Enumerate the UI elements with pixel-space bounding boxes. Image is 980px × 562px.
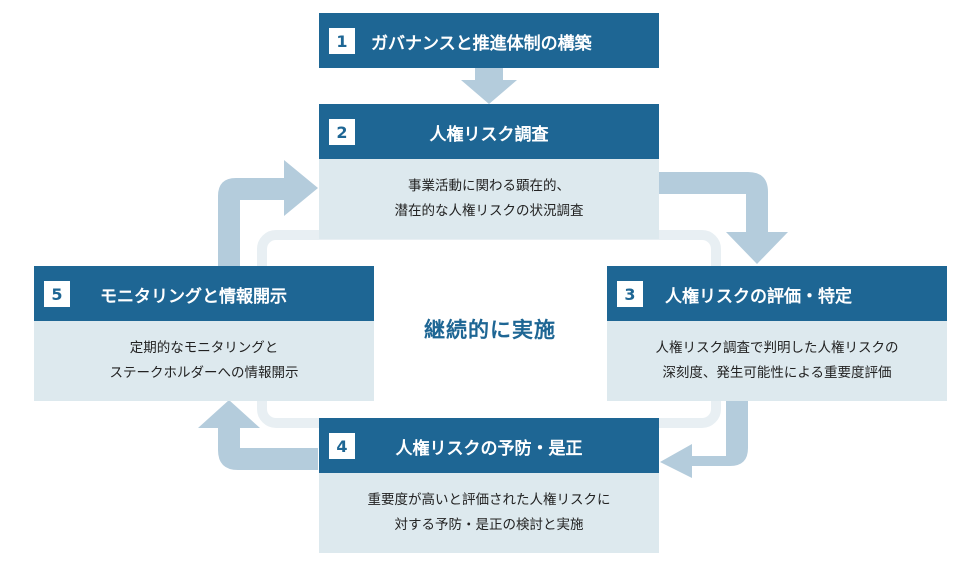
step4-description-line2: 対する予防・是正の検討と実施 bbox=[394, 517, 584, 533]
step3-description: 人権リスク調査で判明した人権リスクの 深刻度、発生可能性による重要度評価 bbox=[607, 321, 947, 401]
step3-description-line2: 深刻度、発生可能性による重要度評価 bbox=[662, 365, 892, 381]
step4-title: 人権リスクの予防・是正 bbox=[395, 439, 583, 459]
step5-description-line2: ステークホルダーへの情報開示 bbox=[109, 365, 299, 381]
arrow-step5-to-step2 bbox=[218, 160, 318, 266]
step3-title: 人権リスクの評価・特定 bbox=[665, 287, 852, 307]
step5-header: 5 モニタリングと情報開示 bbox=[34, 266, 374, 321]
step4-description-line1: 重要度が高いと評価された人権リスクに bbox=[367, 492, 611, 508]
step5-number: 5 bbox=[44, 281, 70, 307]
step4-description: 重要度が高いと評価された人権リスクに 対する予防・是正の検討と実施 bbox=[319, 473, 659, 553]
step2-description-line1: 事業活動に関わる顕在的、 bbox=[408, 178, 570, 194]
step1-number: 1 bbox=[329, 28, 355, 54]
step2-description: 事業活動に関わる顕在的、 潜在的な人権リスクの状況調査 bbox=[319, 159, 659, 239]
arrow-step3-to-step4 bbox=[660, 400, 748, 478]
step2-title: 人権リスク調査 bbox=[429, 125, 549, 145]
step1-header: 1 ガバナンスと推進体制の構築 bbox=[319, 13, 659, 68]
step2-description-line2: 潜在的な人権リスクの状況調査 bbox=[394, 203, 584, 219]
step3-description-line1: 人権リスク調査で判明した人権リスクの bbox=[655, 340, 899, 356]
step4-number: 4 bbox=[329, 433, 355, 459]
step5-description-line1: 定期的なモニタリングと bbox=[129, 340, 279, 356]
arrow-step1-to-step2 bbox=[461, 68, 517, 104]
step2-header: 2 人権リスク調査 bbox=[319, 104, 659, 159]
step1-title: ガバナンスと推進体制の構築 bbox=[371, 34, 592, 54]
continuous-implementation-label: 継続的に実施 bbox=[424, 318, 556, 342]
step4-header: 4 人権リスクの予防・是正 bbox=[319, 418, 659, 473]
arrow-step4-to-step5 bbox=[198, 400, 318, 470]
step5-description: 定期的なモニタリングと ステークホルダーへの情報開示 bbox=[34, 321, 374, 401]
arrow-step2-to-step3 bbox=[658, 172, 788, 264]
step2-number: 2 bbox=[329, 119, 355, 145]
step3-header: 3 人権リスクの評価・特定 bbox=[607, 266, 947, 321]
step3-number: 3 bbox=[617, 281, 643, 307]
step5-title: モニタリングと情報開示 bbox=[100, 287, 287, 307]
